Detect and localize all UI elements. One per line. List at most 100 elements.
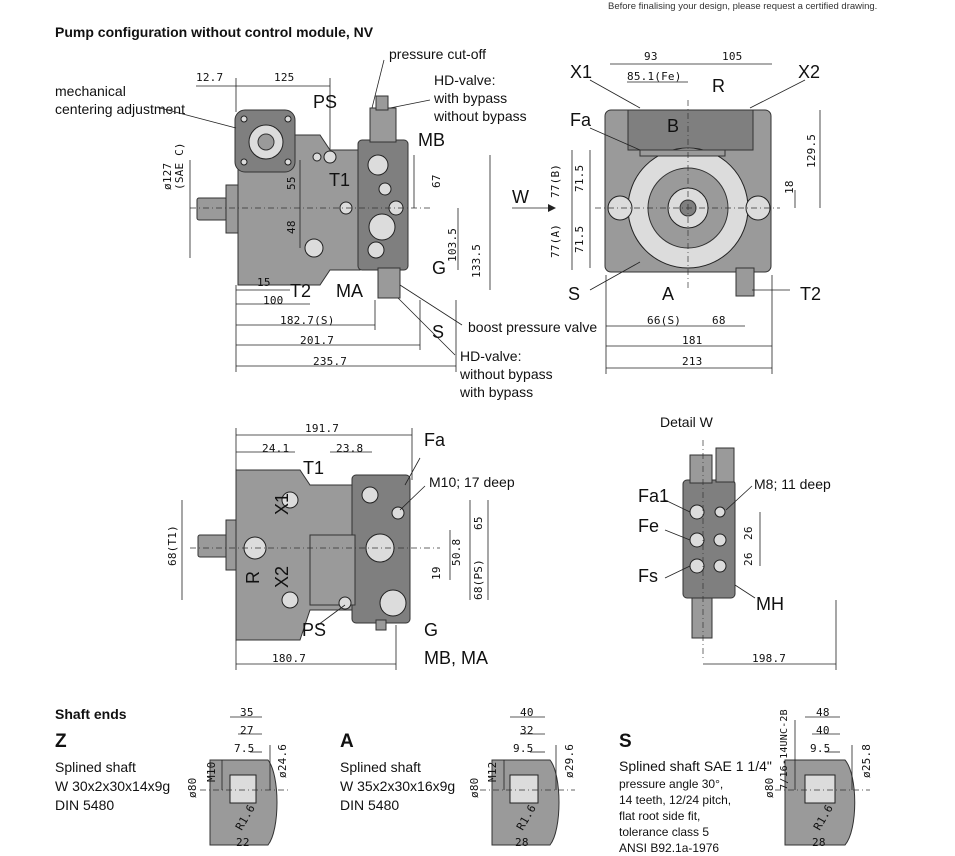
m8-thread-note: M8; 11 deep [754,476,831,492]
shaft-z-code: Z [55,731,67,752]
dim-201-7: 201.7 [300,334,335,347]
dim-77-a: 77(A) [549,223,562,258]
dim-182-7: 182.7(S) [280,314,335,327]
dim-z-22: 22 [236,836,250,849]
view-w-label: W [512,187,529,207]
port-x1-top-label: X1 [272,492,292,515]
port-b-label: B [667,116,680,136]
shaft-end-a-drawing [480,716,575,846]
dim-a-40: 40 [520,706,534,719]
dim-s-thread: 7/16-14UNC-2B [779,709,790,790]
detail-w-drawing [664,440,837,670]
dim-55: 55 [285,176,298,190]
dim-24-1: 24.1 [262,442,290,455]
dim-93: 93 [644,50,658,63]
shaft-ends-title: Shaft ends [55,706,127,722]
dim-z-27: 27 [240,724,254,737]
dim-s-48: 48 [816,706,830,719]
dim-100: 100 [263,294,284,307]
port-ma-label: MA [336,281,363,301]
dim-s-od: ø80 [763,777,776,798]
dim-26-bottom: 26 [742,552,755,566]
dim-26-top: 26 [742,526,755,540]
dim-23-8: 23.8 [336,442,364,455]
port-x2-top-label: X2 [272,565,292,588]
dim-12-7: 12.7 [196,71,224,84]
dim-15: 15 [257,276,271,289]
hd-valve-label-bottom: HD-valve: without bypass with bypass [460,348,553,400]
dim-s-40: 40 [816,724,830,737]
dim-71-5-top: 71.5 [573,164,586,192]
port-s-front-label: S [568,284,581,304]
boost-pressure-valve-label: boost pressure valve [468,319,598,335]
dim-198-7: 198.7 [752,652,787,665]
dim-65: 65 [472,516,485,530]
detail-w-title: Detail W [660,414,713,430]
shaft-s-specs: pressure angle 30°, 14 teeth, 12/24 pitc… [619,777,732,855]
shaft-end-s-drawing [775,716,870,846]
dim-18: 18 [783,180,796,194]
dim-68: 68 [712,314,726,327]
port-mb-ma-label: MB, MA [424,648,489,668]
port-t2-label: T2 [290,281,312,301]
port-s-label: S [432,322,445,342]
dim-68-t1: 68(T1) [166,525,179,566]
port-fa-label: Fa [570,110,592,130]
dim-125: 125 [274,71,295,84]
dim-z-dia: ø24.6 [276,743,289,778]
port-mh-label: MH [756,594,784,614]
shaft-a-description: Splined shaft W 35x2x30x16x9g DIN 5480 [340,759,456,813]
dim-85-1: 85.1(Fe) [627,70,682,83]
port-mb-label: MB [418,130,445,150]
top-view-drawing [181,428,489,670]
shaft-end-z-drawing [200,716,290,846]
dim-z-od: ø80 [186,777,199,798]
shaft-s-code: S [619,731,632,752]
dim-129-5: 129.5 [805,133,818,168]
port-g-top-label: G [424,620,439,640]
shaft-a-code: A [340,731,354,752]
dim-a-9-5: 9.5 [513,742,534,755]
mechanical-centering-label: mechanical centering adjustment [55,83,185,117]
dim-67: 67 [430,174,443,188]
dim-191-7: 191.7 [305,422,340,435]
port-fa-top-label: Fa [424,430,446,450]
dim-105: 105 [722,50,743,63]
front-view-drawing [512,63,821,374]
side-view-drawing [159,59,491,372]
dim-213: 213 [682,355,703,368]
dim-71-5-bottom: 71.5 [573,225,586,253]
port-fs-label: Fs [638,566,658,586]
dim-s-28: 28 [812,836,826,849]
pressure-cutoff-label: pressure cut-off [389,46,487,62]
dim-a-dia: ø29.6 [563,743,576,778]
dim-19: 19 [430,566,443,580]
dim-shaft-dia: ø127 (SAE C) [161,142,186,190]
port-x1-label: X1 [570,62,593,82]
dim-z-m10: M10 [205,761,218,782]
port-r-top-label: R [243,571,263,584]
port-x2-label: X2 [798,62,821,82]
dim-z-7-5: 7.5 [234,742,255,755]
port-t1-top-label: T1 [303,458,325,478]
dim-a-28: 28 [515,836,529,849]
shaft-z-description: Splined shaft W 30x2x30x14x9g DIN 5480 [55,759,171,813]
dim-a-m12: M12 [486,761,499,782]
dim-s-9-5: 9.5 [810,742,831,755]
dim-77-b: 77(B) [549,163,562,198]
port-g-label: G [432,258,447,278]
dim-50-8: 50.8 [450,538,463,566]
dim-133-5: 133.5 [470,243,483,278]
port-ps-top-label: PS [302,620,327,640]
port-fa1-label: Fa1 [638,486,670,506]
dim-s-dia: ø25.8 [860,743,873,778]
dim-a-od: ø80 [468,777,481,798]
port-t1-label: T1 [329,170,351,190]
dim-66: 66(S) [647,314,682,327]
dim-a-32: 32 [520,724,534,737]
dim-235-7: 235.7 [313,355,348,368]
certified-drawing-note: Before finalising your design, please re… [608,1,878,12]
page-title: Pump configuration without control modul… [55,24,374,40]
port-ps-label: PS [313,92,338,112]
dim-103-5: 103.5 [446,227,459,262]
